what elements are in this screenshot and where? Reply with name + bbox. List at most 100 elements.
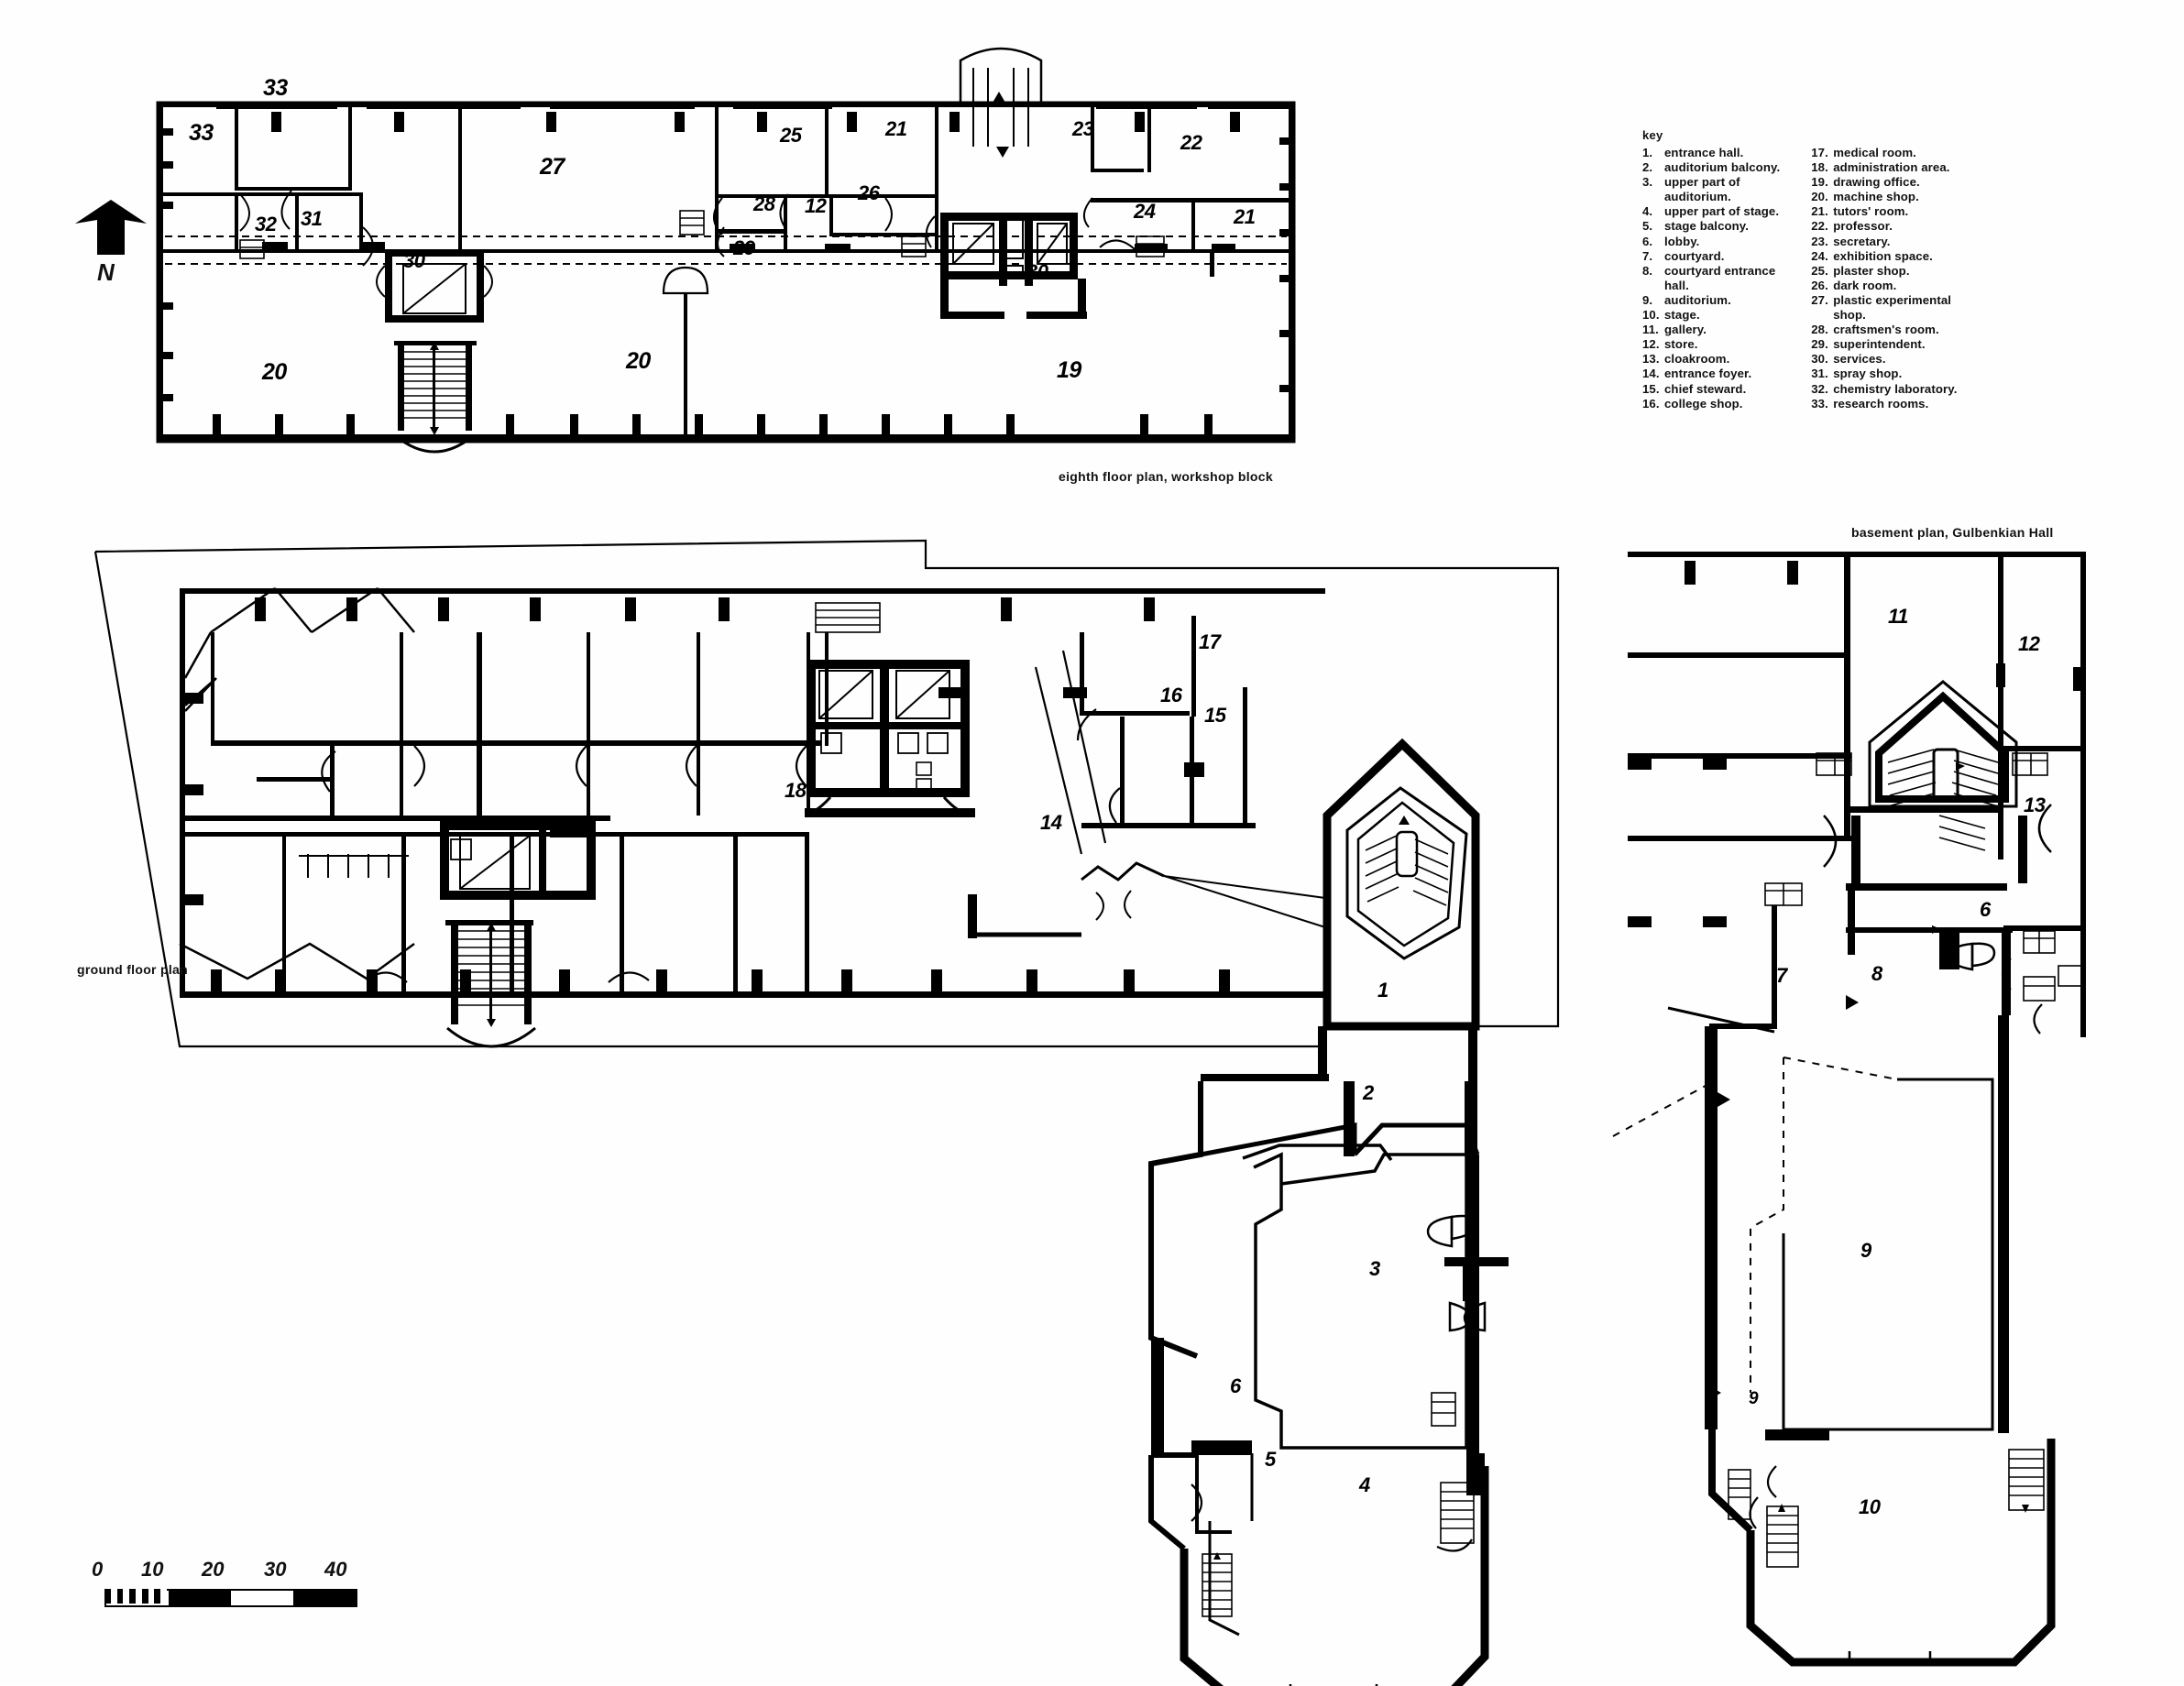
north-label: N xyxy=(97,258,115,286)
key-item: 3.upper part of xyxy=(1642,175,1740,190)
key-item: 26.dark room. xyxy=(1811,278,1897,292)
caption-ground-floor: ground floor plan xyxy=(77,962,188,977)
key-item: 31.spray shop. xyxy=(1811,367,1903,381)
scale-seg xyxy=(169,1591,231,1605)
key-item: 24.exhibition space. xyxy=(1811,248,1933,263)
room-label-8: 8 xyxy=(1871,962,1882,985)
key-item: 8.courtyard entrance xyxy=(1642,263,1776,278)
key-column-left: 1.entrance hall. 2.auditorium balcony. 3… xyxy=(1642,146,1780,411)
basement-plan-drawing xyxy=(1612,552,2086,1667)
key-item: 11.gallery. xyxy=(1642,323,1707,337)
basement-plan: 11 12 13 6 7 8 9 9 10 xyxy=(1612,513,2184,1686)
scale-seg xyxy=(231,1591,293,1605)
eighth-floor-plan: 33 33 32 31 30 27 25 21 28 12 26 29 23 2… xyxy=(0,0,1356,476)
scale-subseg xyxy=(135,1589,142,1604)
scale-subseg xyxy=(141,1589,148,1604)
key-item: 19.drawing office. xyxy=(1811,175,1920,190)
room-label-26: 26 xyxy=(858,181,880,204)
key-item: 33.research rooms. xyxy=(1811,396,1929,411)
scale-tick-0: 0 xyxy=(92,1558,104,1581)
room-label-12: 12 xyxy=(805,194,827,217)
key-title: key xyxy=(1642,128,1663,142)
room-label-17: 17 xyxy=(1199,630,1221,653)
key-item: 2.auditorium balcony. xyxy=(1642,160,1781,175)
room-label-9: 9 xyxy=(1860,1239,1871,1262)
scale-subseg xyxy=(110,1589,117,1604)
room-label-16: 16 xyxy=(1160,684,1182,706)
key-item: 14.entrance foyer. xyxy=(1642,367,1752,381)
room-label-14: 14 xyxy=(1040,811,1062,834)
eighth-floor-plan-drawing xyxy=(156,47,1296,454)
key-item: 16.college shop. xyxy=(1642,396,1743,411)
scale-tick-20: 20 xyxy=(202,1558,225,1581)
key-item: 18.administration area. xyxy=(1811,160,1950,175)
scale-subseg xyxy=(116,1589,124,1604)
key-item: 29.superintendent. xyxy=(1811,337,1926,352)
scale-bar: 0 10 20 30 40 xyxy=(92,1558,367,1622)
room-label-19: 19 xyxy=(1057,357,1081,383)
room-label-21b: 21 xyxy=(1234,205,1256,228)
room-label-33b: 33 xyxy=(189,120,214,146)
key-item: 1.entrance hall. xyxy=(1642,146,1744,159)
room-label-5: 5 xyxy=(1265,1448,1276,1471)
key-item: 15.chief steward. xyxy=(1642,381,1747,396)
room-label-6: 6 xyxy=(1230,1374,1241,1397)
ground-floor-plan: 18 17 16 15 14 1 2 3 6 5 4 xyxy=(0,513,1613,1686)
room-label-30b: 30 xyxy=(1026,260,1048,283)
scale-subseg xyxy=(104,1589,111,1604)
room-label-6: 6 xyxy=(1980,898,1991,921)
key-item-cont: auditorium. xyxy=(1664,190,1731,204)
room-label-31: 31 xyxy=(301,207,323,230)
scale-tick-40: 40 xyxy=(324,1558,347,1581)
key-item: 30.services. xyxy=(1811,352,1886,367)
scale-bar-ticks: 0 10 20 30 40 xyxy=(92,1558,367,1585)
room-label-4: 4 xyxy=(1359,1473,1370,1496)
room-label-10: 10 xyxy=(1859,1495,1881,1518)
key-item: 32.chemistry laboratory. xyxy=(1811,381,1958,396)
north-arrow-icon xyxy=(75,200,147,255)
key-item-cont: shop. xyxy=(1833,308,1866,323)
scale-subseg xyxy=(148,1589,155,1604)
key-item: 10.stage. xyxy=(1642,308,1700,323)
key-item: 9.auditorium. xyxy=(1642,292,1731,307)
key-item: 28.craftsmen's room. xyxy=(1811,323,1939,337)
key-item: 13.cloakroom. xyxy=(1642,352,1730,367)
key-column-right: 17.medical room. 18.administration area.… xyxy=(1811,146,1957,411)
room-label-33a: 33 xyxy=(263,75,288,101)
ground-floor-plan-drawing xyxy=(93,539,1560,1686)
room-label-15: 15 xyxy=(1204,704,1226,727)
room-label-1: 1 xyxy=(1377,979,1388,1002)
key-item: 20.machine shop. xyxy=(1811,190,1919,204)
key-item: 6.lobby. xyxy=(1642,234,1700,248)
room-label-12: 12 xyxy=(2018,632,2040,655)
room-label-18: 18 xyxy=(785,779,807,802)
key-legend: key 1.entrance hall. 2.auditorium balcon… xyxy=(1642,128,2119,411)
room-label-25: 25 xyxy=(780,124,802,147)
room-label-27: 27 xyxy=(540,154,565,180)
scale-bar-subdivisions xyxy=(104,1589,167,1604)
key-item: 4.upper part of stage. xyxy=(1642,204,1780,219)
north-arrow: N xyxy=(71,198,150,299)
scale-subseg xyxy=(123,1589,130,1604)
room-label-22: 22 xyxy=(1180,131,1202,154)
room-label-13: 13 xyxy=(2024,794,2046,816)
key-item: 12.store. xyxy=(1642,337,1698,352)
room-label-2: 2 xyxy=(1363,1081,1374,1104)
key-item: 23.secretary. xyxy=(1811,234,1891,248)
scale-subseg xyxy=(160,1589,167,1604)
room-label-20a: 20 xyxy=(262,359,287,385)
caption-eighth-floor: eighth floor plan, workshop block xyxy=(1059,469,1273,484)
key-item-cont: hall. xyxy=(1664,278,1689,292)
key-item: 5.stage balcony. xyxy=(1642,219,1750,234)
room-label-3: 3 xyxy=(1369,1257,1380,1280)
scale-subseg xyxy=(154,1589,161,1604)
room-label-7: 7 xyxy=(1776,964,1787,987)
scale-tick-30: 30 xyxy=(264,1558,287,1581)
key-item: 25.plaster shop. xyxy=(1811,263,1910,278)
scale-subseg xyxy=(129,1589,136,1604)
room-label-28: 28 xyxy=(753,192,775,215)
key-item: 27.plastic experimental xyxy=(1811,292,1952,307)
caption-basement: basement plan, Gulbenkian Hall xyxy=(1851,525,2054,540)
room-label-9b: 9 xyxy=(1749,1389,1759,1408)
room-label-21a: 21 xyxy=(885,117,907,140)
